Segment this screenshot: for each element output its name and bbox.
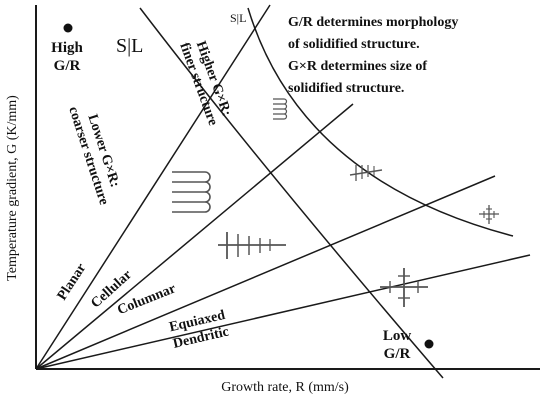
solid-liquid-label-small: S|L [230, 11, 246, 25]
cellular-structure-icon-small [273, 98, 288, 120]
cooling-rate-curve-inner [247, 7, 514, 237]
high-gr-dot [63, 23, 73, 33]
cellular-structure-icon-large [172, 171, 211, 213]
solid-liquid-label-large: S|L [116, 35, 143, 57]
equiaxed-dendrite-icon-large [380, 268, 428, 307]
lower-gxr-annotation: Lower G×R: coarser structure [65, 105, 122, 207]
y-axis-title: Temperature gradient, G (K/mm) [5, 95, 20, 281]
note-line-4: solidified structure. [288, 81, 404, 96]
columnar-dendrite-icon-large [218, 232, 286, 259]
columnar-dendrite-icon-small [349, 165, 383, 181]
columnar-equiaxed-boundary [35, 175, 496, 370]
cellular-columnar-boundary [35, 103, 354, 370]
note-line-1: G/R determines morphology [288, 15, 458, 30]
high-gr-label: High [51, 40, 83, 56]
note-line-3: G×R determines size of [288, 59, 427, 74]
high-gr-label-2: G/R [54, 58, 81, 74]
equiaxed-lower-boundary [35, 254, 531, 370]
x-axis-title: Growth rate, R (mm/s) [221, 380, 349, 395]
planar-region-label: Planar [55, 261, 90, 303]
low-gr-label-2: G/R [384, 346, 411, 362]
low-gr-dot [424, 339, 434, 349]
higher-gxr-annotation: Higher G×R: finer structure [176, 39, 233, 128]
equiaxed-region-annotation: Equiaxed Dendritic [168, 308, 231, 352]
equiaxed-dendrite-icon-small [479, 205, 499, 224]
low-gr-label: Low [383, 328, 412, 344]
note-line-2: of solidified structure. [288, 37, 420, 52]
cooling-rate-curve-outer [139, 7, 444, 379]
planar-cellular-boundary [35, 4, 271, 370]
